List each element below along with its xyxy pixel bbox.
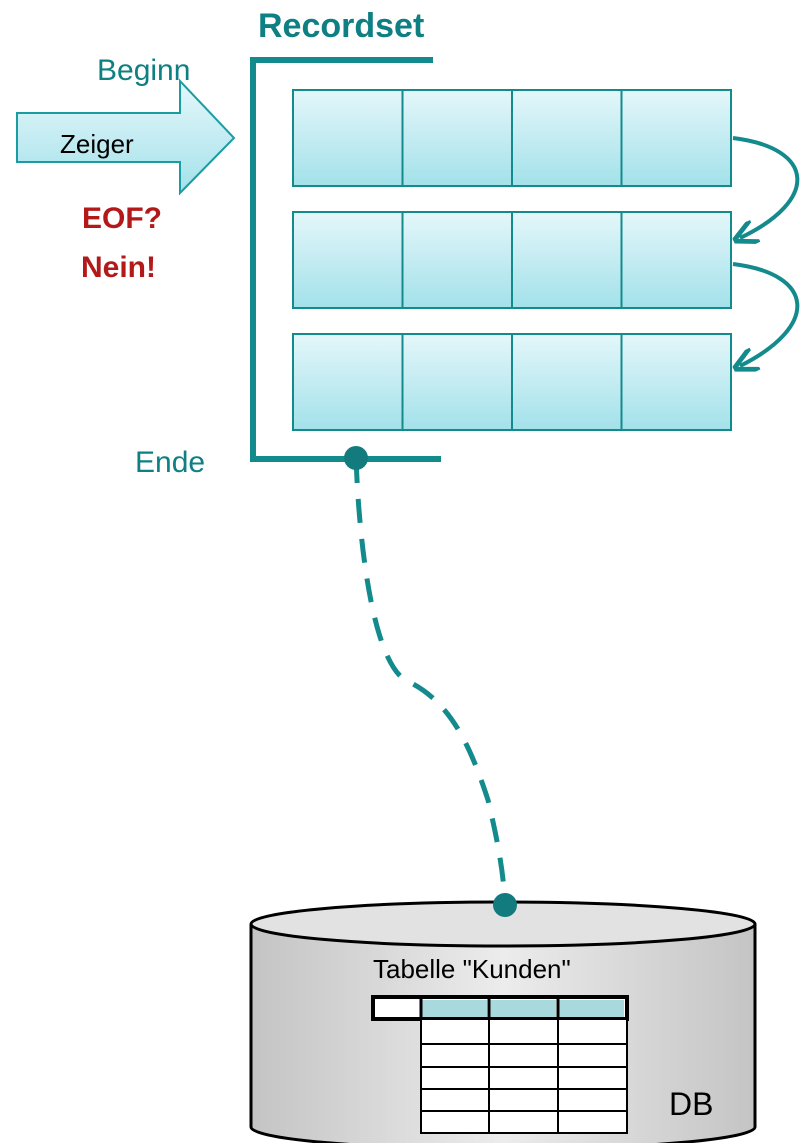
- table-label: Tabelle "Kunden": [373, 954, 571, 984]
- record-field: [511, 333, 623, 431]
- record-rows: [292, 89, 732, 431]
- next-record-arrow-2: [733, 262, 800, 366]
- eof-answer: Nein!: [81, 251, 156, 284]
- recordset-connection-dot: [344, 446, 368, 470]
- recordset-title: Recordset: [258, 7, 424, 45]
- record-field: [620, 89, 732, 187]
- mini-table: [371, 995, 629, 1134]
- record-field: [620, 211, 732, 309]
- db-label: DB: [669, 1086, 713, 1122]
- pointer-label: Zeiger: [60, 129, 134, 159]
- begin-label: Beginn: [97, 54, 190, 87]
- record-field: [401, 333, 513, 431]
- eof-question: EOF?: [82, 202, 162, 235]
- record-field: [511, 89, 623, 187]
- record-row: [292, 211, 732, 309]
- db-connection-dot: [493, 893, 517, 917]
- record-field: [292, 211, 404, 309]
- record-field: [292, 89, 404, 187]
- record-field: [620, 333, 732, 431]
- end-label: Ende: [135, 446, 205, 479]
- record-field: [401, 211, 513, 309]
- next-record-arrow-1: [733, 136, 800, 238]
- record-field: [292, 333, 404, 431]
- record-row: [292, 333, 732, 431]
- pointer-arrow-icon: [16, 78, 236, 196]
- db-connection-line: [353, 458, 508, 906]
- record-field: [401, 89, 513, 187]
- record-field: [511, 211, 623, 309]
- record-row: [292, 89, 732, 187]
